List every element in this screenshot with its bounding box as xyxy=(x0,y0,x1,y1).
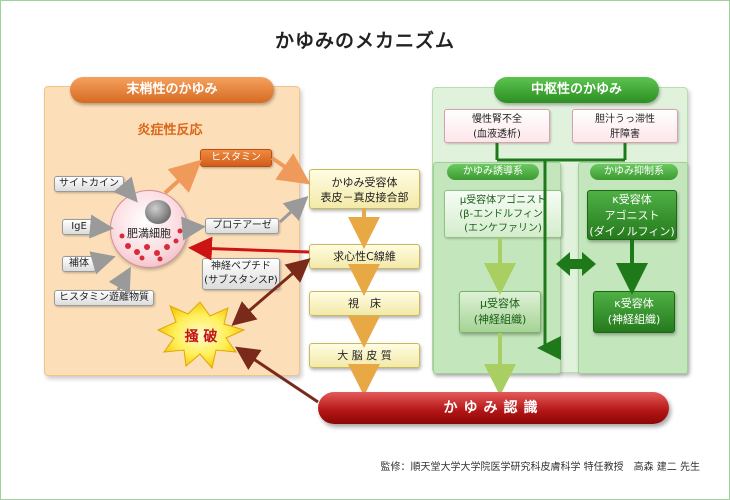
itch-receptor-line2: 表皮－真皮接合部 xyxy=(320,191,409,204)
cause-renal-line1: 慢性腎不全 xyxy=(472,114,522,125)
cerebral-cortex-box: 大 脳 皮 質 xyxy=(309,343,420,368)
itch-recognition-bar: かゆみ認識 xyxy=(318,392,669,424)
supervision-credit: 監修：順天堂大学大学院医学研究科皮膚科学 特任教授 高森 建二 先生 xyxy=(380,462,700,473)
mu-receptor-line2: (神経組織) xyxy=(473,313,527,326)
scratch-label: 掻 破 xyxy=(184,329,218,345)
kappa-receptor-line2: (神経組織) xyxy=(607,313,661,326)
kappa-receptor-box: κ受容体 (神経組織) xyxy=(593,291,675,333)
cause-liver-line2: 肝障害 xyxy=(610,129,640,140)
suppression-tab: かゆみ抑制系 xyxy=(590,164,678,180)
figure-title: かゆみのメカニズム xyxy=(274,30,455,52)
input-histamine-releaser: ヒスタミン遊離物質 xyxy=(54,290,154,306)
cause-renal-line2: (血液透析) xyxy=(473,129,521,140)
cause-liver-line1: 胆汁うっ滞性 xyxy=(595,114,655,125)
kappa-agonist-line1: κ受容体 xyxy=(612,193,652,206)
mu-receptor-box: μ受容体 (神経組織) xyxy=(459,291,541,333)
mast-cell-nucleus xyxy=(145,200,171,224)
kappa-agonist-box: κ受容体 アゴニスト (ダイノルフィン) xyxy=(587,190,677,240)
cause-cholestatic-liver: 胆汁うっ滞性 肝障害 xyxy=(572,109,678,143)
neuropeptide-box: 神経ペプチド (サブスタンスP) xyxy=(202,258,280,290)
input-cytokine: サイトカイン xyxy=(54,176,124,192)
mu-agonist-box: μ受容体アゴニスト (β-エンドルフィン) (エンケファリン) xyxy=(444,190,562,238)
mast-cell-label: 肥満細胞 xyxy=(127,227,171,240)
neuropeptide-line1: 神経ペプチド xyxy=(211,261,271,272)
inflammation-label: 炎症性反応 xyxy=(137,123,203,138)
mu-agonist-line2: (β-エンドルフィン) xyxy=(459,209,547,220)
neuropeptide-line2: (サブスタンスP) xyxy=(204,275,278,286)
itch-receptor-box: かゆみ受容体 表皮－真皮接合部 xyxy=(309,169,420,209)
kappa-receptor-line1: κ受容体 xyxy=(614,297,654,310)
input-ige: IgE xyxy=(62,219,96,235)
mu-receptor-line1: μ受容体 xyxy=(480,297,520,310)
central-tab: 中枢性のかゆみ xyxy=(494,77,659,103)
cause-renal-failure: 慢性腎不全 (血液透析) xyxy=(444,109,550,143)
itch-receptor-line1: かゆみ受容体 xyxy=(331,176,398,189)
kappa-agonist-line2: アゴニスト xyxy=(604,209,660,222)
kappa-agonist-line3: (ダイノルフィン) xyxy=(589,225,675,238)
protease-box: プロテアーゼ xyxy=(205,218,279,234)
peripheral-tab: 末梢性のかゆみ xyxy=(70,77,274,103)
mu-agonist-line3: (エンケファリン) xyxy=(464,223,542,234)
mu-agonist-line1: μ受容体アゴニスト xyxy=(459,195,547,206)
induction-tab: かゆみ誘導系 xyxy=(447,164,539,180)
input-complement: 補体 xyxy=(62,256,96,272)
histamine-box: ヒスタミン xyxy=(200,149,272,167)
afferent-c-fiber-box: 求心性C線維 xyxy=(309,244,420,269)
thalamus-box: 視 床 xyxy=(309,291,420,316)
